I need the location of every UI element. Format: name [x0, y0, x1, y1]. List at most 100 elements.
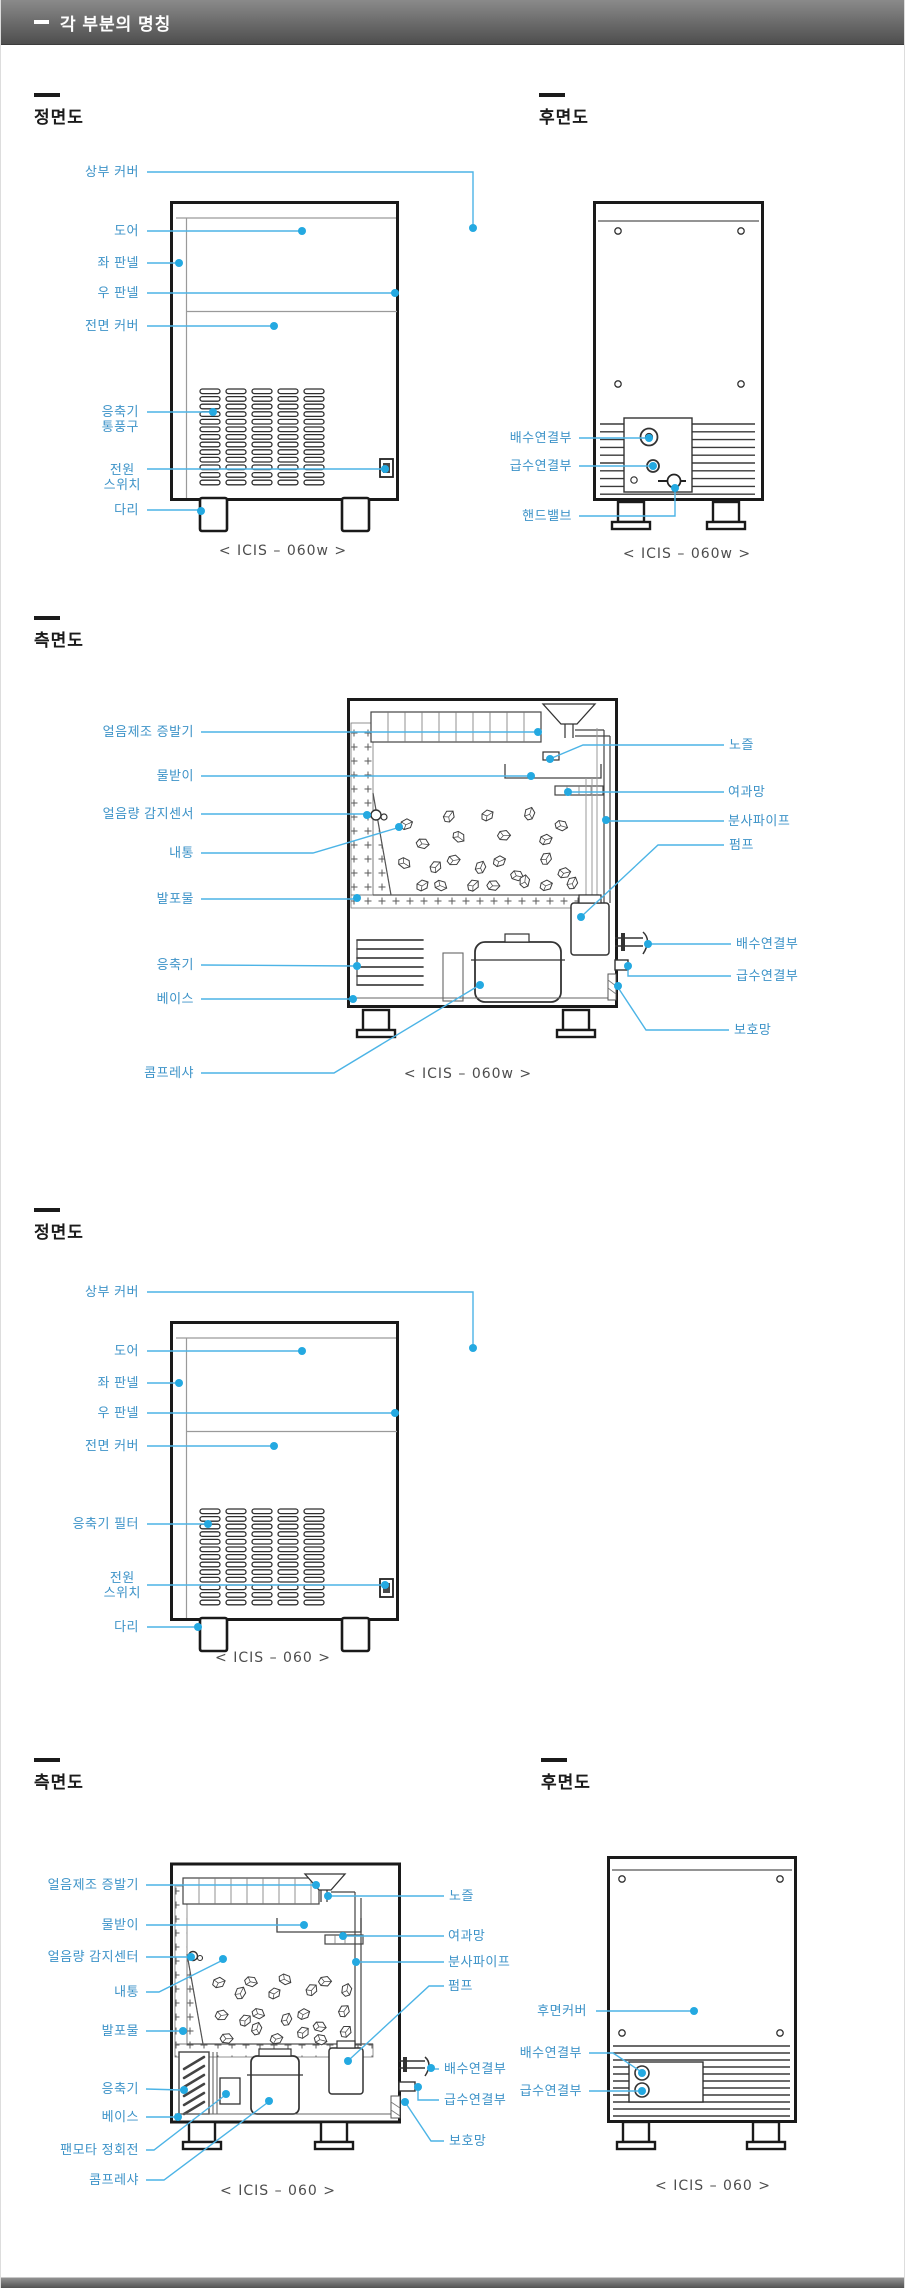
section-title-front-view-1: 정면도: [34, 108, 84, 127]
part-label-left-panel: 좌 판넬: [97, 1375, 139, 1390]
part-label-foam: 발포물: [101, 2023, 139, 2038]
part-label-compressor: 콤프레샤: [144, 1065, 194, 1080]
machine-leg: [340, 496, 371, 533]
model-caption-icis-060w: < ICIS – 060w >: [622, 546, 752, 562]
part-label-water-connection: 급수연결부: [444, 2092, 507, 2107]
part-label-condenser-filter: 응축기 필터: [72, 1516, 139, 1531]
header-dash-icon: [34, 20, 49, 24]
part-label-door: 도어: [114, 223, 139, 238]
part-label-evaporator: 얼음제조 증발기: [47, 1877, 139, 1892]
part-label-pump: 펌프: [729, 837, 754, 852]
part-label-nozzle: 노즐: [729, 737, 754, 752]
part-label-front-cover: 전면 커버: [85, 318, 139, 333]
funnel: [541, 703, 597, 725]
side-view-drawing-icis-060: [170, 1862, 430, 2151]
rear-view-drawing-icis-060w: [593, 201, 764, 531]
section-title-front-view-2: 정면도: [34, 1223, 84, 1242]
evaporator: [182, 1877, 320, 1905]
front-view-drawing-icis-060: [170, 1321, 399, 1653]
compressor: [474, 941, 562, 1003]
screws: [618, 1875, 784, 2037]
part-label-compressor: 콤프레샤: [89, 2172, 139, 2187]
ice-level-sensor: [187, 1950, 199, 1962]
section-dash: [34, 1758, 60, 1762]
section-title-rear-view-2: 후면도: [541, 1773, 591, 1792]
part-label-door: 도어: [114, 1343, 139, 1358]
part-label-pump: 펌프: [448, 1978, 473, 1993]
ice-level-sensor: [370, 809, 382, 821]
part-label-drain-connection: 배수연결부: [736, 936, 799, 951]
part-label-front-cover: 전면 커버: [85, 1438, 139, 1453]
drain-pipe: [615, 937, 643, 947]
part-label-spray-pipe: 분사파이프: [728, 813, 791, 828]
machine-leg: [340, 1616, 371, 1653]
part-label-left-panel: 좌 판넬: [97, 255, 139, 270]
model-caption-icis-060: < ICIS – 060 >: [655, 2178, 771, 2194]
foam-insulation: [350, 722, 374, 896]
part-label-top-cover: 상부 커버: [85, 164, 139, 179]
part-label-right-panel: 우 판넬: [97, 285, 139, 300]
screws: [614, 227, 745, 388]
part-label-nozzle: 노즐: [449, 1888, 474, 1903]
side-view-drawing-icis-060w: [347, 698, 649, 1039]
part-label-right-panel: 우 판넬: [97, 1405, 139, 1420]
part-label-spray-pipe: 분사파이프: [448, 1954, 511, 1969]
spray-pipe: [575, 729, 611, 903]
machine-leg: [181, 2120, 223, 2151]
part-label-drain-connection: 배수연결부: [444, 2061, 507, 2076]
part-label-drain-connection: 배수연결부: [509, 430, 572, 445]
section-dash: [539, 93, 565, 97]
drain-pipe: [399, 2060, 425, 2069]
machine-leg: [705, 500, 747, 531]
part-label-leg: 다리: [114, 502, 139, 517]
compressor: [250, 2055, 300, 2115]
part-label-guard-net: 보호망: [734, 1022, 772, 1037]
part-label-evaporator: 얼음제조 증발기: [102, 724, 194, 739]
page-footer: [1, 2277, 904, 2288]
part-label-water-tray: 물받이: [101, 1917, 139, 1932]
evaporator-cells: [198, 1878, 312, 1904]
part-label-water-tray: 물받이: [156, 768, 194, 783]
part-label-filter-net: 여과망: [728, 784, 766, 799]
water-connector: [646, 459, 660, 473]
water-connector: [614, 959, 629, 971]
fan-motor: [219, 2077, 241, 2105]
part-label-condenser: 응축기: [156, 957, 194, 972]
machine-leg: [610, 500, 652, 531]
pump: [328, 2047, 364, 2095]
hand-valve: [666, 473, 682, 489]
rear-view-drawing-icis-060: [607, 1856, 797, 2151]
guard-net: [607, 973, 617, 1001]
section-title-side-view-1: 측면도: [34, 631, 84, 650]
part-label-base: 베이스: [156, 991, 194, 1006]
part-label-drain-connection: 배수연결부: [519, 2045, 582, 2060]
condenser-filter-grille: [199, 1508, 325, 1606]
section-dash: [34, 616, 60, 620]
machine-leg: [198, 1616, 229, 1653]
part-label-condenser-vent: 응축기 통풍구: [101, 404, 139, 434]
part-label-hand-valve: 핸드밸브: [522, 508, 572, 523]
part-label-foam: 발포물: [156, 891, 194, 906]
nozzle: [542, 751, 560, 761]
section-dash: [34, 1208, 60, 1212]
part-label-fan-motor: 팬모타 정회전: [60, 2142, 139, 2157]
part-label-water-connection: 급수연결부: [736, 968, 799, 983]
condenser-coil: [356, 939, 424, 986]
water-connector: [634, 2082, 650, 2098]
part-label-power-switch: 전원 스위치: [103, 462, 141, 492]
machine-leg: [355, 1008, 397, 1039]
part-label-leg: 다리: [114, 1619, 139, 1634]
evaporator-cells: [387, 712, 525, 742]
model-caption-icis-060: < ICIS – 060 >: [215, 1650, 331, 1666]
part-label-condenser: 응축기: [101, 2081, 139, 2096]
filter-net: [324, 1934, 364, 1945]
part-label-inner-tank: 내통: [169, 845, 194, 860]
pump: [570, 902, 610, 956]
model-caption-icis-060w: < ICIS – 060w >: [403, 1066, 533, 1082]
machine-leg: [615, 2120, 657, 2151]
page-header: 각 부분의 명칭: [1, 0, 904, 45]
section-dash: [541, 1758, 567, 1762]
part-label-ice-level-sensor: 얼음량 감지센터: [47, 1949, 139, 1964]
part-label-guard-net: 보호망: [449, 2133, 487, 2148]
